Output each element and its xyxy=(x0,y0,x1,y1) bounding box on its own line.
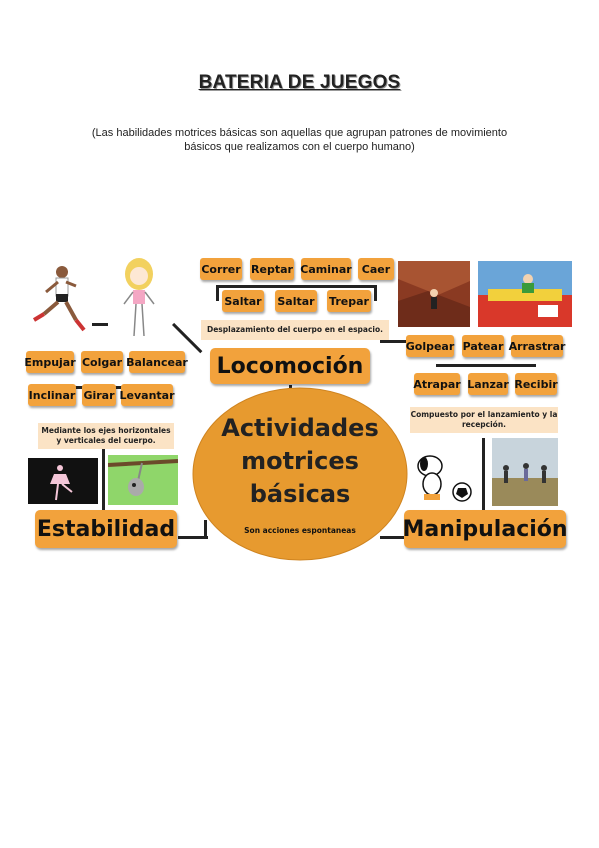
center-title-line: Actividades xyxy=(221,414,379,442)
estabilidad-item: Girar xyxy=(82,384,116,406)
connector-line xyxy=(216,285,376,288)
locomocion-item: Reptar xyxy=(250,258,294,280)
manipulacion-item: Recibir xyxy=(514,373,558,395)
connector-line xyxy=(172,322,203,354)
estabilidad-item: Levantar xyxy=(120,384,175,406)
estabilidad-item: Balancear xyxy=(126,351,188,373)
connector-line xyxy=(374,285,377,301)
connector-line xyxy=(216,285,219,301)
locomocion-title: Locomoción xyxy=(210,348,370,384)
locomocion-note: Desplazamiento del cuerpo en el espacio. xyxy=(201,320,389,340)
connector-line xyxy=(482,438,485,510)
estabilidad-item: Empujar xyxy=(24,351,76,373)
document-title: BATERIA DE JUEGOS xyxy=(198,72,401,93)
connector-line xyxy=(436,364,536,367)
runner-image xyxy=(26,262,92,336)
manipulacion-item: Arrastrar xyxy=(509,335,565,357)
connector-line xyxy=(204,520,207,539)
girl-drawing-image xyxy=(108,252,170,338)
document-subtitle: (Las habilidades motrices básicas son aq… xyxy=(91,127,508,153)
manipulacion-item: Lanzar xyxy=(467,373,509,395)
locomocion-item: Trepar xyxy=(327,290,371,312)
connector-line xyxy=(380,536,404,539)
center-title: Actividades motrices básicas xyxy=(200,412,400,511)
manipulacion-item: Golpear xyxy=(406,335,454,357)
connector-line xyxy=(90,323,110,326)
hanging-animal-image xyxy=(108,455,178,505)
estabilidad-item: Inclinar xyxy=(28,384,76,406)
estabilidad-note: Mediante los ejes horizontales y vertica… xyxy=(38,423,174,449)
obstacle-course-image xyxy=(478,261,572,327)
connector-line xyxy=(178,536,208,539)
center-note: Son acciones espontaneas xyxy=(244,526,356,535)
snoopy-soccer-image xyxy=(408,442,478,506)
center-title-line: motrices xyxy=(241,447,359,475)
center-title-line: básicas xyxy=(249,480,351,508)
locomocion-item: Saltar xyxy=(222,290,264,312)
manipulacion-title: Manipulación xyxy=(402,510,568,548)
climber-image xyxy=(398,261,470,327)
estabilidad-title: Estabilidad xyxy=(35,510,177,548)
manipulacion-item: Atrapar xyxy=(413,373,461,395)
connector-line xyxy=(102,440,105,510)
center-ellipse xyxy=(192,387,408,561)
locomocion-item: Correr xyxy=(200,258,242,280)
locomocion-item: Caer xyxy=(358,258,394,280)
estabilidad-item: Colgar xyxy=(81,351,123,373)
locomocion-item: Saltar xyxy=(275,290,317,312)
outdoor-game-image xyxy=(492,438,558,506)
connector-line xyxy=(380,340,410,343)
manipulacion-note: Compuesto por el lanzamiento y la recepc… xyxy=(410,407,558,433)
dancer-image xyxy=(28,458,98,504)
locomocion-item: Caminar xyxy=(300,258,352,280)
manipulacion-item: Patear xyxy=(462,335,504,357)
